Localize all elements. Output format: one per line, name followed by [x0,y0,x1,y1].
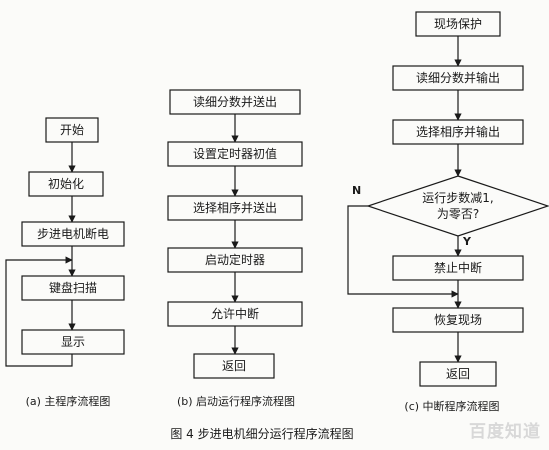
c-label-read-subdivision: 读细分数并输出 [416,70,500,85]
c-label-disable-interrupt: 禁止中断 [434,260,482,275]
b-label-read-subdivision: 读细分数并送出 [193,94,277,109]
a-box-init [28,171,104,197]
c-label-select-phase: 选择相序并输出 [416,124,500,139]
watermark: 百度知道 [469,422,541,442]
b-caption: (b) 启动运行程序流程图 [177,394,295,408]
a-label-display: 显示 [61,335,85,349]
b-label-select-phase: 选择相序并送出 [193,200,277,215]
c-label-return: 返回 [446,367,470,381]
c-label-save-context: 现场保护 [434,17,482,31]
c-decision-diamond [366,175,549,237]
c-caption: (c) 中断程序流程图 [404,399,499,413]
a-loop-back [5,256,73,367]
c-decision-no-label: N [352,184,361,197]
a-label-keyboard-scan: 键盘扫描 [49,280,97,295]
a-caption: (a) 主程序流程图 [26,394,111,408]
c-label-restore-context: 恢复现场 [434,313,482,327]
figure-title: 图 4 步进电机细分运行程序流程图 [170,426,353,441]
b-label-enable-interrupt: 允许中断 [211,306,259,321]
c-decision-line1: 运行步数减1, [422,190,493,205]
a-label-start: 开始 [60,123,84,137]
c-decision-line2: 为零否? [437,207,479,221]
b-label-return: 返回 [222,359,246,373]
a-label-init: 初始化 [48,177,84,191]
c-arrow-no [347,205,459,298]
a-label-motor-off: 步进电机断电 [37,226,109,241]
b-label-start-timer: 启动定时器 [205,252,265,267]
c-decision-yes-label: Y [462,235,472,248]
b-label-set-timer: 设置定时器初值 [193,146,277,161]
